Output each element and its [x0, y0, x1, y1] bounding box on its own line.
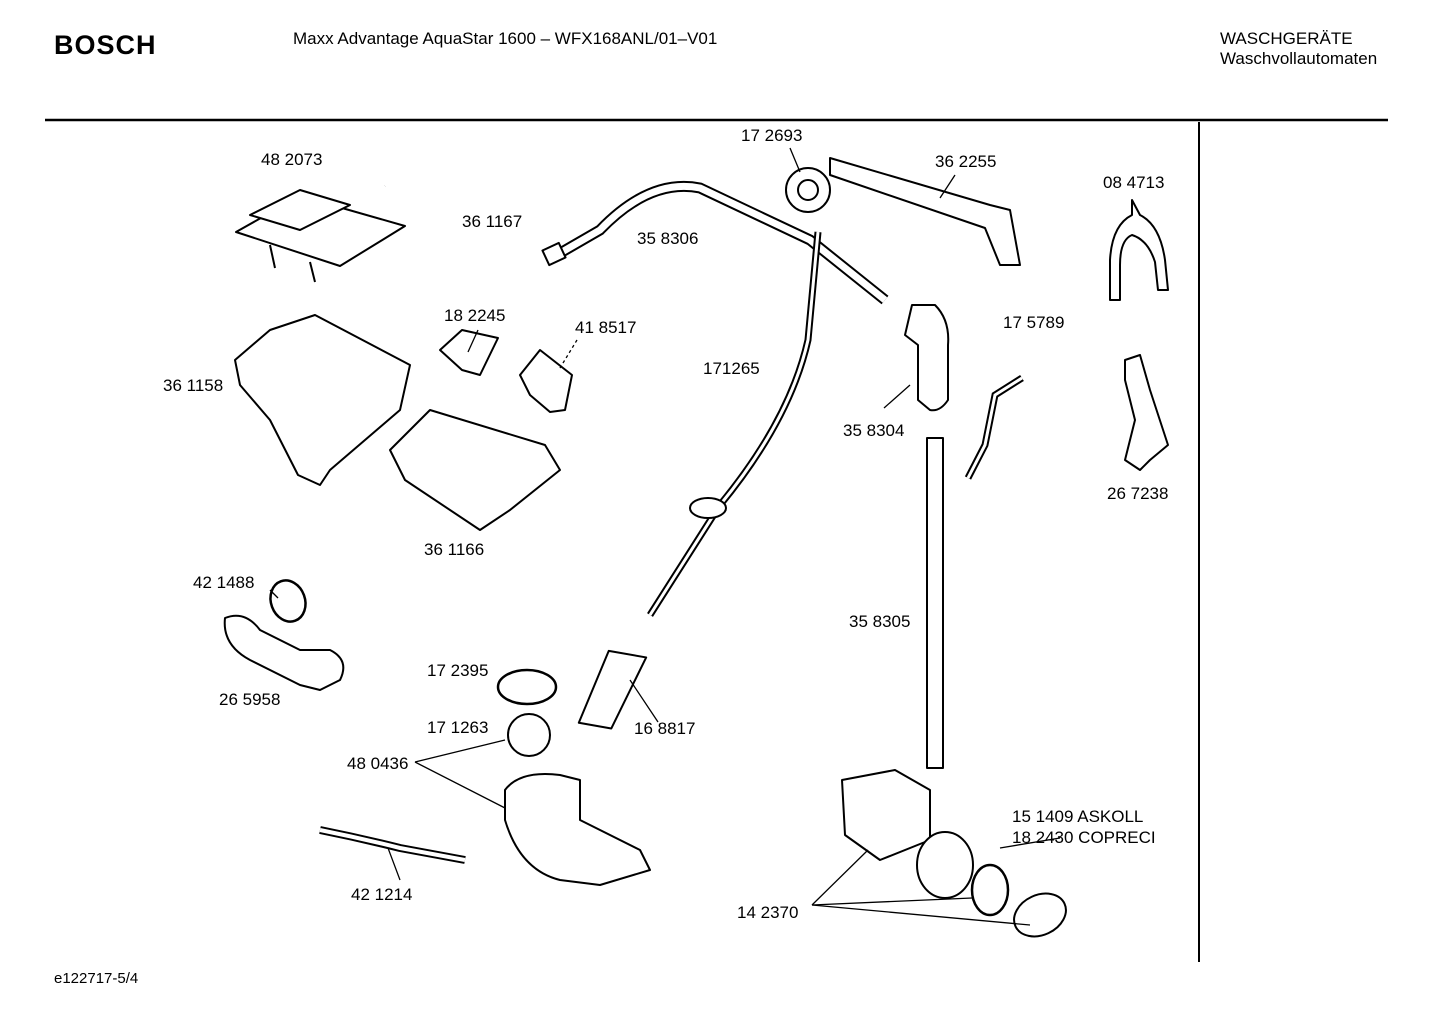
- label-172395: 17 2395: [427, 661, 489, 680]
- footer-code: e122717-5/4: [54, 970, 139, 987]
- label-142370: 14 2370: [737, 903, 799, 922]
- label-172693: 17 2693: [741, 126, 803, 145]
- label-482073: 48 2073: [261, 150, 323, 169]
- label-361167: 36 1167: [462, 212, 523, 231]
- label-265958: 26 5958: [219, 690, 281, 709]
- label-267238: 26 7238: [1107, 484, 1169, 503]
- label-168817: 16 8817: [634, 719, 696, 738]
- label-361166: 36 1166: [424, 540, 485, 559]
- label-171263: 17 1263: [427, 718, 489, 737]
- category-title: WASCHGERÄTE: [1220, 29, 1353, 48]
- label-421214: 42 1214: [351, 885, 413, 904]
- label-358306: 35 8306: [637, 229, 699, 248]
- label-175789: 17 5789: [1003, 313, 1065, 332]
- label-362255: 36 2255: [935, 152, 997, 171]
- label-361158: 36 1158: [163, 376, 224, 395]
- label-480436: 48 0436: [347, 754, 409, 773]
- label-421488: 42 1488: [193, 573, 255, 592]
- brand-logo: BOSCH: [54, 30, 157, 60]
- label-151409-askoll: 15 1409 ASKOLL: [1012, 807, 1144, 826]
- label-358305: 35 8305: [849, 612, 911, 631]
- label-182245: 18 2245: [444, 306, 506, 325]
- label-084713: 08 4713: [1103, 173, 1165, 192]
- subcategory-title: Waschvollautomaten: [1220, 49, 1378, 68]
- model-title: Maxx Advantage AquaStar 1600 – WFX168ANL…: [293, 29, 718, 48]
- label-182430-copreci: 18 2430 COPRECI: [1012, 828, 1156, 847]
- part-172693-drawing: [785, 167, 831, 213]
- label-171265: 171265: [703, 359, 760, 378]
- part-358304-drawing: [904, 304, 950, 412]
- label-418517: 41 8517: [575, 318, 637, 337]
- part-482073-drawing: [235, 189, 406, 283]
- part-pump-drawing: [841, 769, 1067, 938]
- label-358304: 35 8304: [843, 421, 905, 440]
